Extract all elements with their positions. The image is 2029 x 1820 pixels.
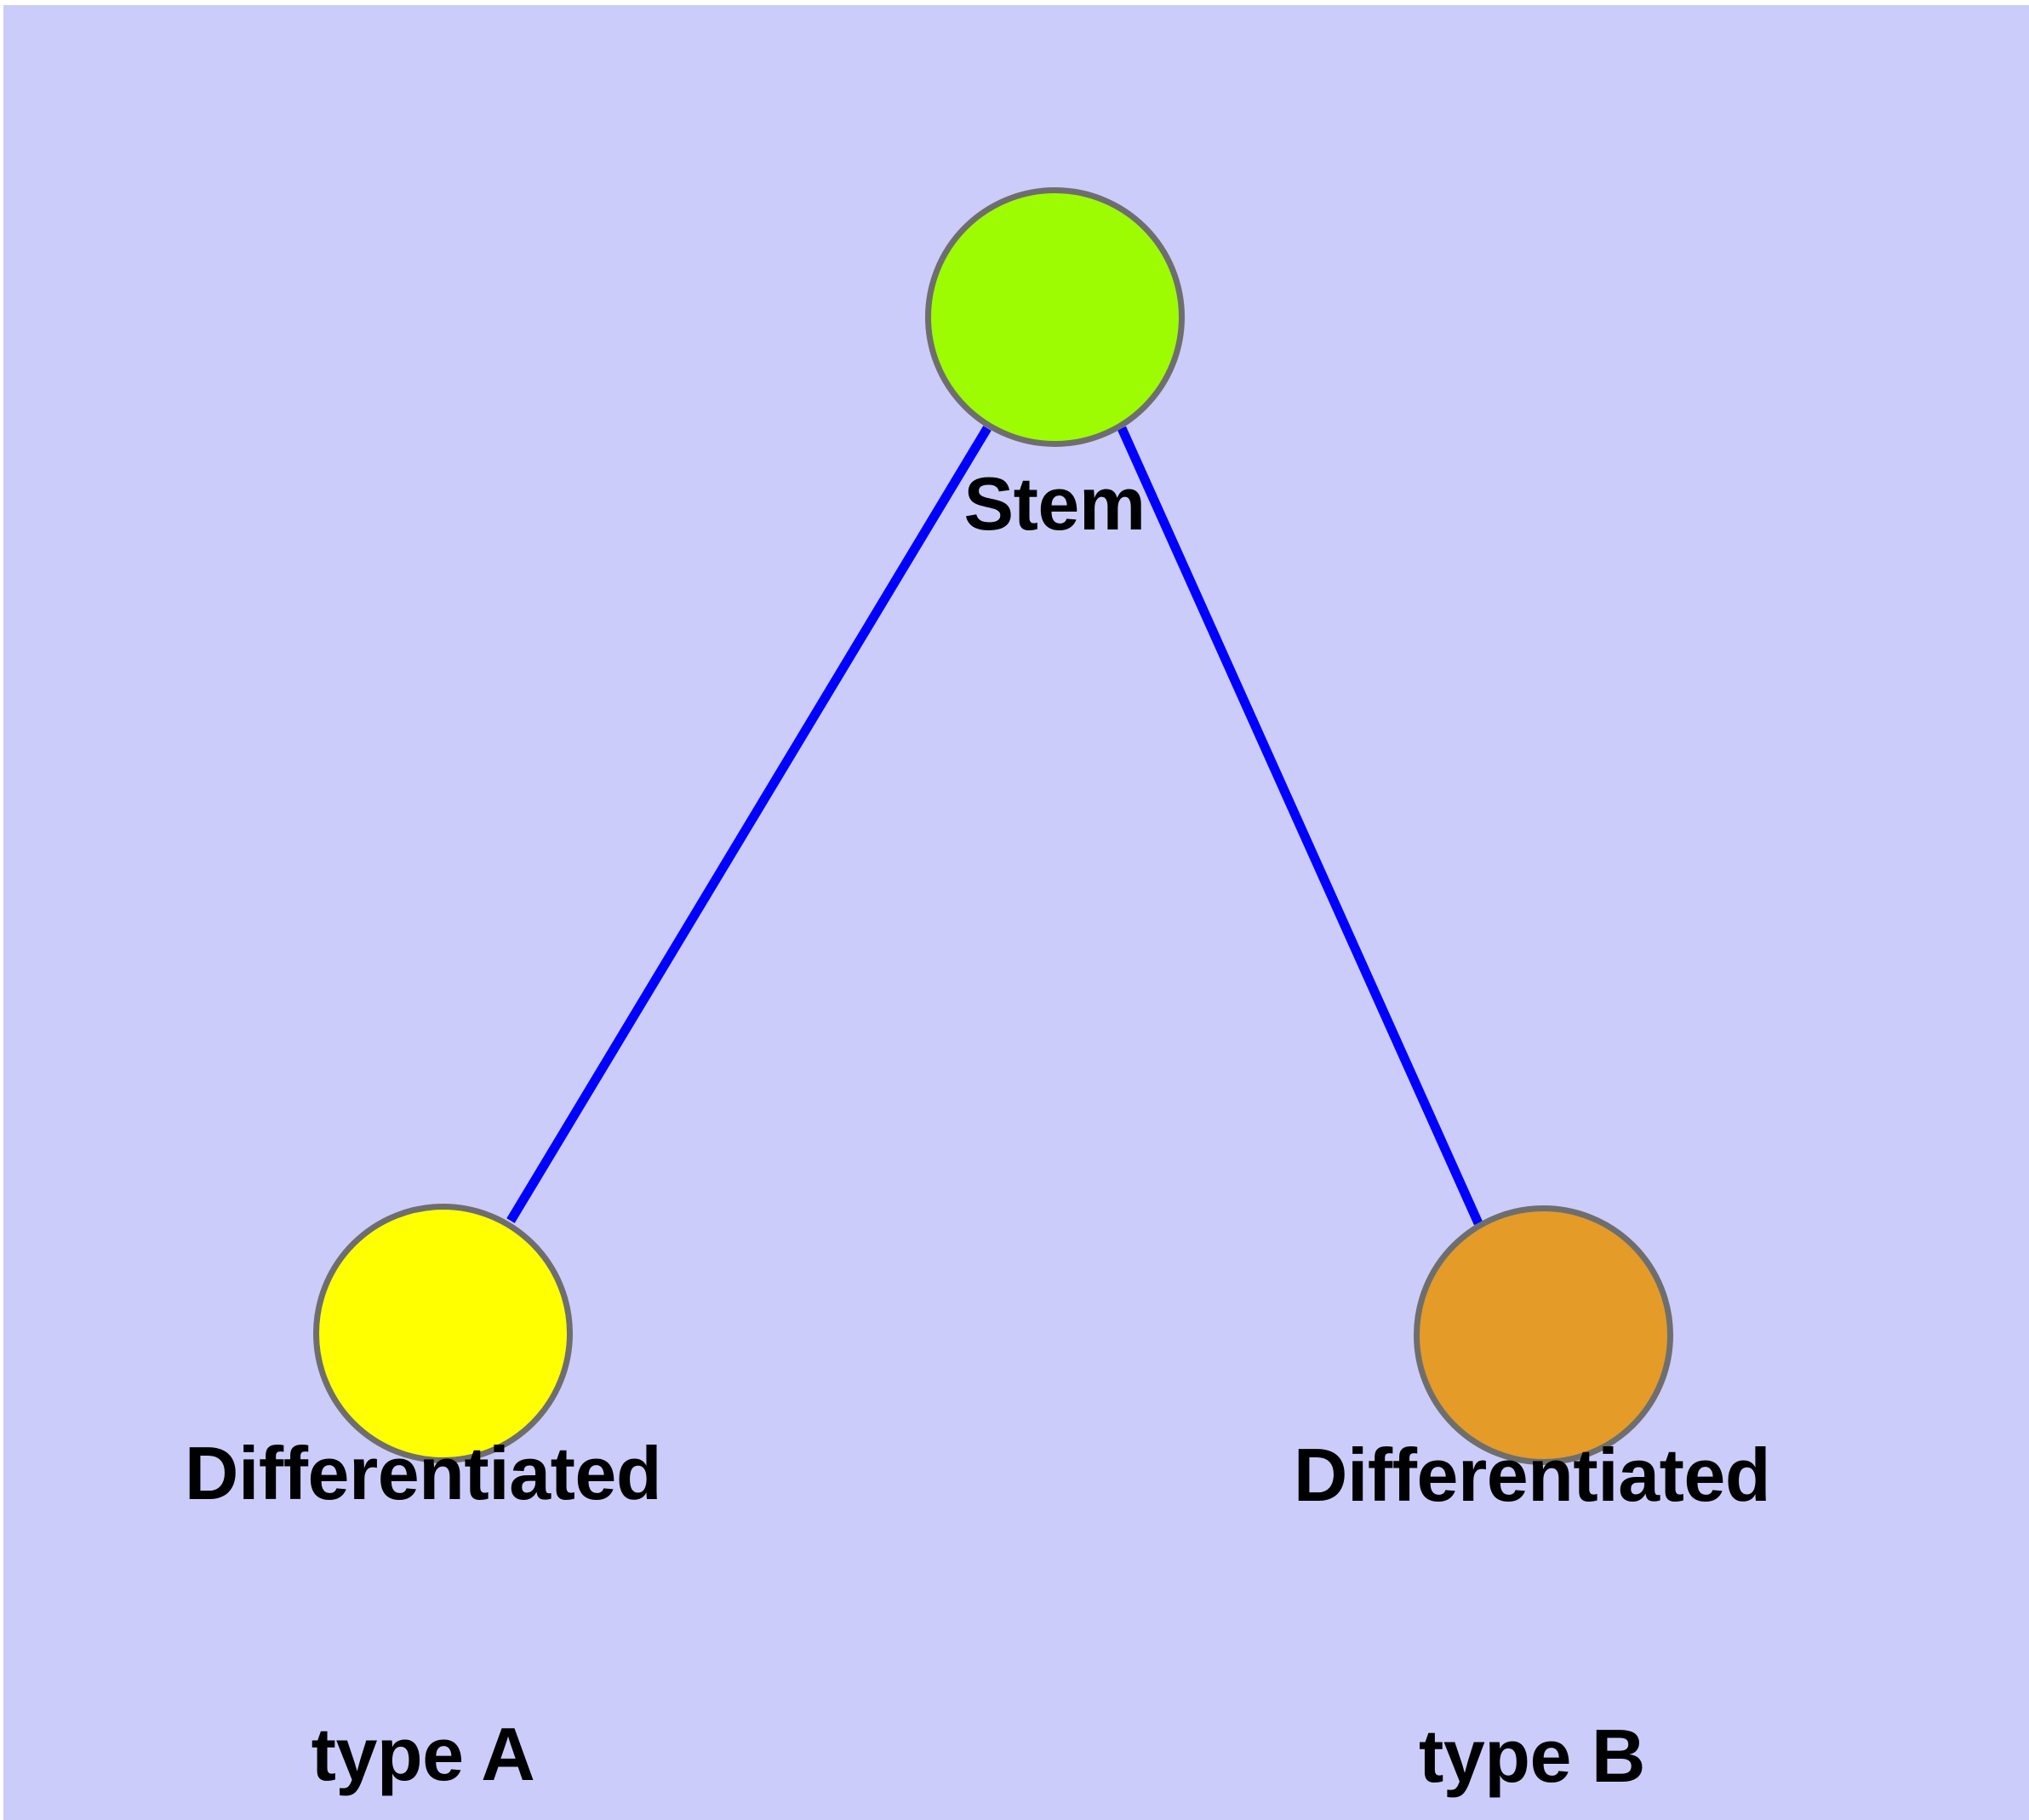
node-stem[interactable]	[925, 187, 1185, 447]
node-label-differentiated-type-a-line2: type A	[311, 1712, 535, 1796]
node-differentiated-type-b[interactable]	[1414, 1205, 1673, 1465]
node-differentiated-type-a[interactable]	[313, 1204, 573, 1463]
edge-stem-to-differentiated-type-b[interactable]	[1117, 426, 1483, 1226]
node-label-stem-line1: Stem	[963, 461, 1146, 546]
node-label-differentiated-type-b-line2: type B	[1419, 1714, 1645, 1798]
edge-stem-to-differentiated-type-a[interactable]	[506, 426, 992, 1223]
